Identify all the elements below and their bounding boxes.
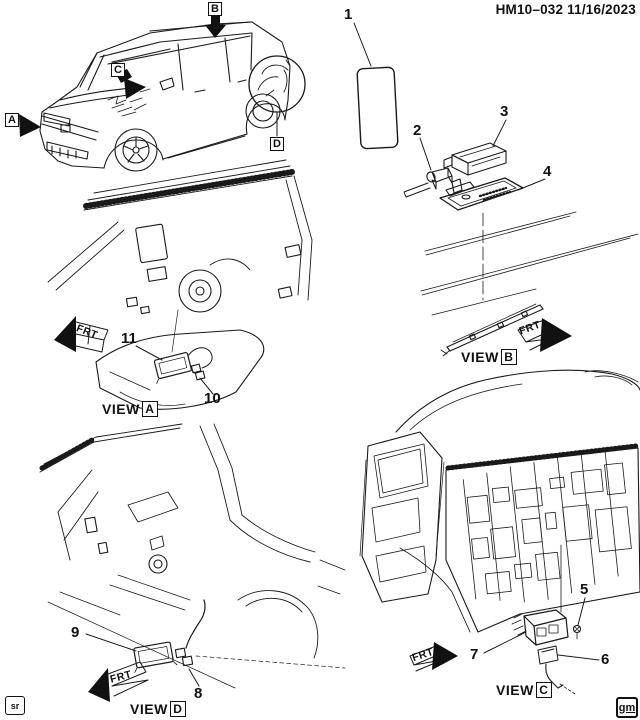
doc-number: HM10–032	[495, 2, 564, 17]
view-c-label: VIEW C	[496, 682, 552, 698]
author-mark-text: sr	[10, 700, 20, 711]
view-a-word: VIEW	[102, 401, 140, 417]
gm-logo-text: gm	[618, 701, 636, 714]
view-b-letter: B	[500, 349, 517, 365]
view-d-word: VIEW	[130, 701, 168, 717]
section-b-arrow-icon	[205, 15, 226, 38]
callout-11: 11	[121, 330, 137, 347]
callout-8: 8	[194, 685, 203, 702]
callout-4: 4	[543, 163, 552, 180]
view-c-letter: C	[535, 682, 552, 698]
view-c-instrument-panel-illustration	[359, 369, 640, 695]
view-c-word: VIEW	[496, 682, 534, 698]
view-d-letter: D	[169, 701, 186, 717]
section-b-label: B	[208, 2, 222, 16]
view-d-label: VIEW D	[130, 701, 186, 717]
view-b-label: VIEW B	[461, 349, 517, 365]
callout-2: 2	[413, 122, 422, 139]
part-3-module-illustration	[443, 119, 507, 176]
callout-7: 7	[470, 646, 479, 663]
document-title: HM10–032 11/16/2023	[496, 2, 636, 17]
frt-arrow-view-d-icon	[88, 661, 149, 702]
view-d-body-side-illustration	[39, 423, 346, 689]
callout-3: 3	[500, 103, 509, 120]
view-a-label: VIEW A	[102, 401, 158, 417]
callout-9: 9	[71, 624, 80, 641]
callout-10: 10	[204, 390, 221, 407]
callout-6: 6	[601, 651, 610, 668]
section-d-label: D	[270, 137, 284, 151]
frt-arrow-view-b-icon	[517, 318, 572, 352]
part-1-card-illustration	[353, 22, 399, 150]
frt-arrow-view-c-icon	[409, 642, 458, 672]
view-b-roof-rail-illustration	[420, 211, 639, 357]
gm-logo: gm	[616, 697, 638, 718]
callout-5: 5	[580, 581, 589, 598]
view-a-cowl-illustration	[47, 159, 313, 410]
section-c-label: C	[111, 63, 125, 77]
view-b-word: VIEW	[461, 349, 499, 365]
magnifier-circle	[248, 55, 306, 137]
vehicle-overview-illustration	[39, 21, 306, 172]
frt-arrow-view-a-icon	[54, 316, 109, 353]
doc-date: 11/16/2023	[567, 2, 636, 17]
section-a-arrow-icon	[19, 114, 41, 137]
part-4-bracket-illustration	[439, 177, 546, 301]
author-mark: sr	[5, 696, 25, 715]
section-a-label: A	[5, 113, 19, 127]
view-a-letter: A	[141, 401, 158, 417]
callout-1: 1	[344, 6, 353, 23]
